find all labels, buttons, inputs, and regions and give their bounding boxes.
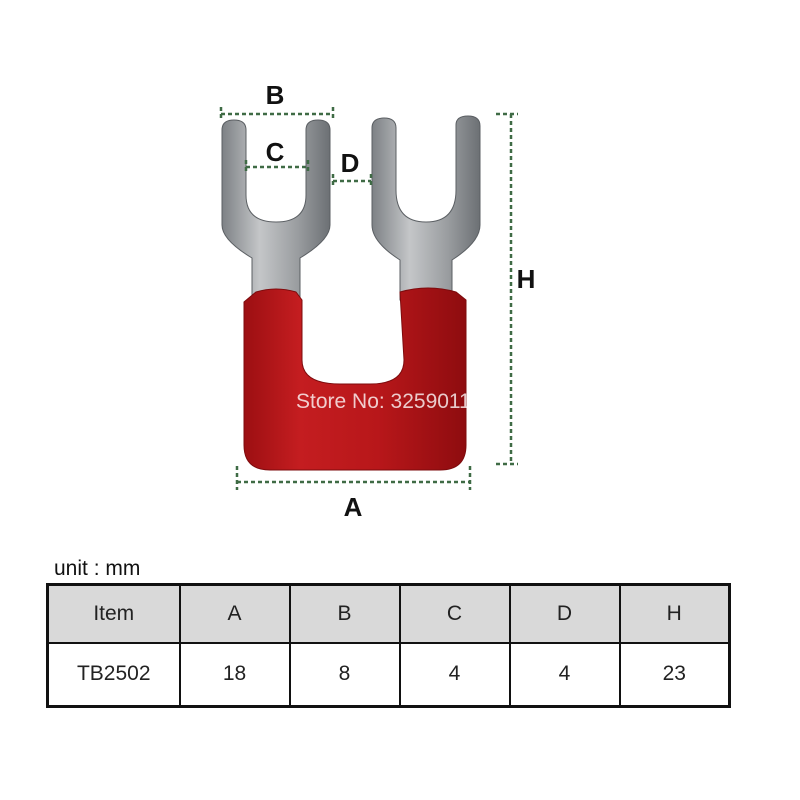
dimension-line-b: [219, 107, 335, 121]
dimension-line-a: [235, 466, 472, 490]
table-row: TB2502 18 8 4 4 23: [46, 641, 731, 708]
header-item: Item: [46, 583, 181, 644]
header-b: B: [288, 583, 401, 644]
cell-a: 18: [178, 641, 291, 708]
header-h: H: [618, 583, 731, 644]
right-spade-fork: [371, 115, 481, 301]
left-spade-fork: [221, 119, 331, 301]
spec-table: Item A B C D H TB2502 18 8 4 4 23: [46, 583, 731, 708]
label-a: A: [344, 492, 363, 522]
header-a: A: [178, 583, 291, 644]
label-h: H: [517, 264, 536, 294]
header-c: C: [398, 583, 511, 644]
terminal-dimension-diagram: Store No: 3259011 B C D H A: [219, 80, 536, 522]
cell-h: 23: [618, 641, 731, 708]
label-b: B: [266, 80, 285, 110]
cell-c: 4: [398, 641, 511, 708]
cell-d: 4: [508, 641, 621, 708]
red-insulation-sleeve: [243, 287, 467, 471]
label-c: C: [266, 137, 285, 167]
table-header-row: Item A B C D H: [46, 583, 731, 644]
unit-label: unit : mm: [54, 557, 141, 580]
dimension-line-d: [331, 174, 373, 188]
dimension-line-h: [496, 112, 518, 466]
header-d: D: [508, 583, 621, 644]
cell-b: 8: [288, 641, 401, 708]
label-d: D: [341, 148, 360, 178]
store-watermark: Store No: 3259011: [296, 390, 471, 413]
cell-item: TB2502: [46, 641, 181, 708]
dimension-line-c: [244, 160, 310, 174]
